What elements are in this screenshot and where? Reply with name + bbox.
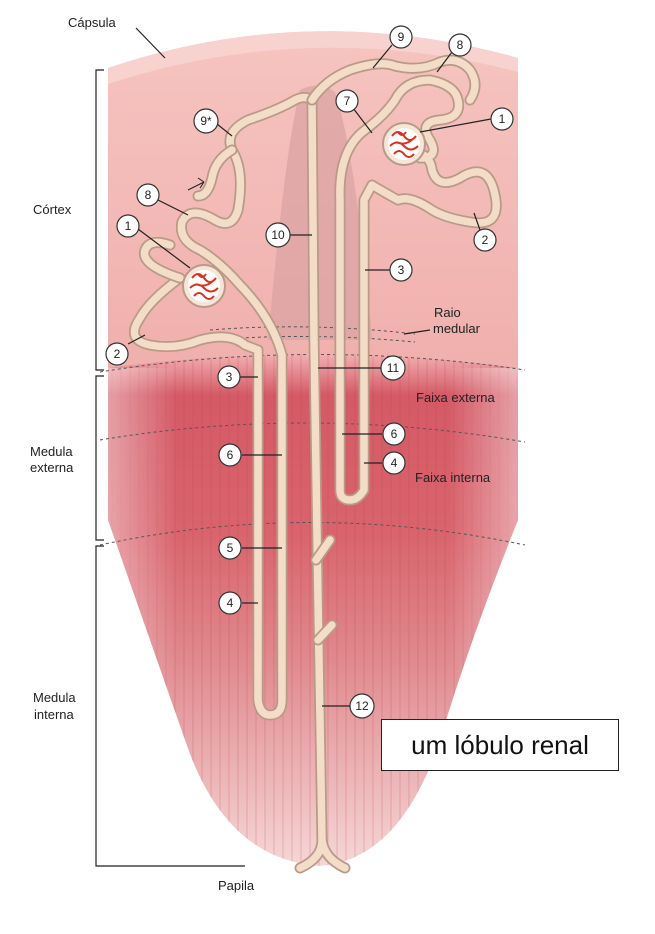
marker-9star: 9* [193,108,219,134]
label-capsula: Cápsula [68,15,116,30]
marker-1-right: 1 [490,107,514,131]
capsula-leader [135,27,166,59]
cortex-bracket [95,69,104,371]
svg-text:8: 8 [145,188,152,202]
svg-text:4: 4 [227,596,234,610]
caption-box: um lóbulo renal [381,719,619,771]
marker-8-right: 8 [448,33,472,57]
marker-3-cortex: 3 [389,258,413,282]
svg-text:12: 12 [355,699,369,713]
marker-2-left: 2 [105,342,129,366]
marker-10: 10 [265,222,291,248]
raio-medular-leader [403,329,431,335]
outer-inner-medulla-boundary [99,522,526,546]
svg-text:11: 11 [387,361,400,375]
label-papila: Papila [218,878,255,893]
label-raio-line1: Raio [434,305,461,320]
leader-7 [352,107,373,134]
marker-6-left: 6 [218,443,242,467]
right-nephron-tubule [306,54,502,506]
marker-1-left: 1 [116,214,140,238]
marker-4-right: 4 [382,451,406,475]
left-nephron-tubule [128,92,318,721]
marker-6-right: 6 [382,422,406,446]
leader-8-left [157,199,189,216]
svg-text:10: 10 [271,228,285,242]
label-medula-externa-line1: Medula [30,444,73,459]
leader-9star [216,123,233,137]
medula-interna-bracket [95,545,245,867]
leader-1-right [419,118,492,133]
marker-8-left: 8 [136,183,160,207]
leader-8-right [436,51,453,73]
collecting-duct [294,94,351,874]
svg-text:9*: 9* [200,114,212,128]
svg-text:6: 6 [391,427,398,441]
marker-11: 11 [380,355,406,381]
svg-text:3: 3 [398,263,405,277]
svg-text:5: 5 [227,541,234,555]
label-medula-interna-line2: interna [34,707,75,722]
svg-text:1: 1 [125,219,132,233]
label-raio-line2: medular [433,321,481,336]
label-faixa-interna: Faixa interna [415,470,491,485]
svg-text:6: 6 [227,448,234,462]
label-cortex: Córtex [33,202,72,217]
svg-text:3: 3 [226,370,233,384]
arrow-marker-9star [187,177,205,191]
glomerulus-right [382,122,426,166]
marker-3-medulla: 3 [217,365,241,389]
label-medula-externa-line2: externa [30,460,74,475]
marker-2-right: 2 [473,228,497,252]
marker-4-left: 4 [218,591,242,615]
caption-text: um lóbulo renal [411,729,589,760]
svg-text:4: 4 [391,456,398,470]
label-medula-interna-line1: Medula [33,690,76,705]
svg-text:9: 9 [398,30,405,44]
svg-text:1: 1 [499,112,506,126]
leader-1-left [137,228,191,269]
marker-5: 5 [218,536,242,560]
marker-12: 12 [349,693,375,719]
marker-9: 9 [389,25,413,49]
medula-externa-bracket [95,375,104,541]
marker-7: 7 [335,89,359,113]
capsule-band [108,31,518,84]
label-faixa-externa: Faixa externa [416,390,496,405]
svg-text:7: 7 [344,94,351,108]
svg-text:8: 8 [457,38,464,52]
raio-medular-boundary-1 [209,326,416,335]
svg-text:2: 2 [114,347,121,361]
leader-2-right [473,212,481,231]
glomerulus-left [182,264,226,308]
leader-9 [372,44,393,69]
svg-text:2: 2 [482,233,489,247]
leader-2-left [127,334,146,345]
